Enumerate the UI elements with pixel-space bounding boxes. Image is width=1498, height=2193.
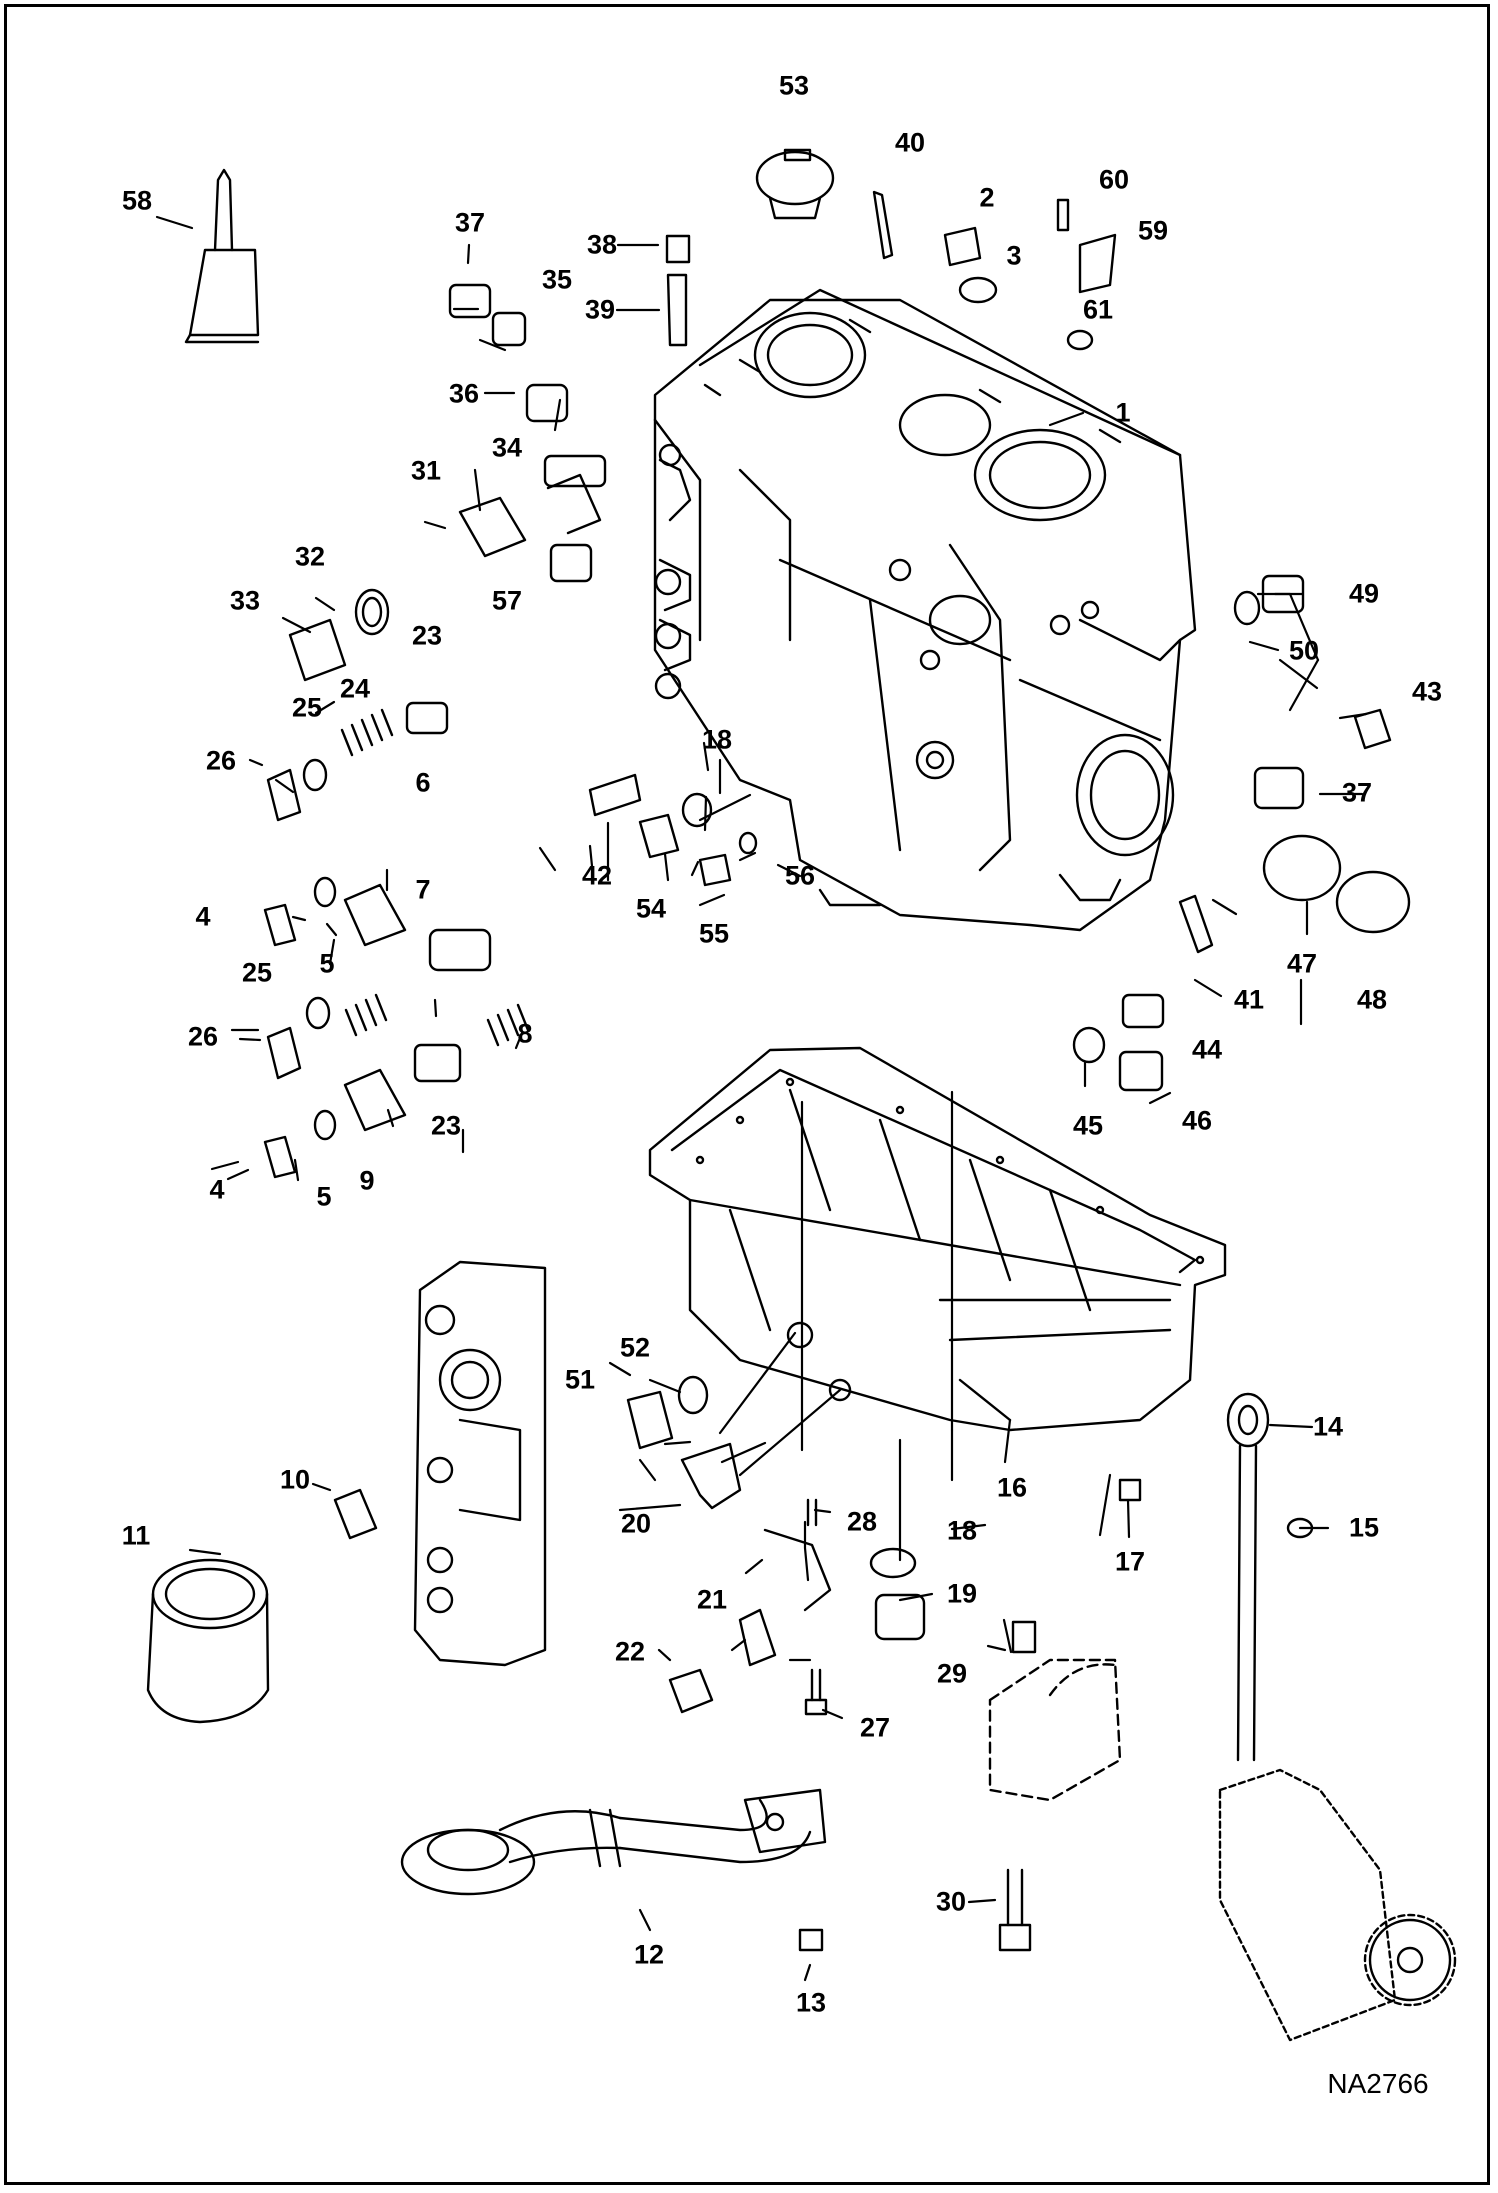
callout-2: 2 (979, 182, 995, 213)
callout-18-1: 18 (701, 724, 733, 755)
callout-54: 54 (635, 893, 667, 924)
callout-7: 7 (415, 874, 431, 905)
callout-24: 24 (339, 673, 371, 704)
callout-49: 49 (1348, 578, 1380, 609)
callout-3: 3 (1006, 240, 1022, 271)
callout-29: 29 (936, 1658, 968, 1689)
callout-5-2: 5 (316, 1181, 332, 1212)
oil-pan (648, 1046, 1227, 1432)
callout-32: 32 (294, 541, 326, 572)
callout-53: 53 (778, 70, 810, 101)
callout-19: 19 (946, 1578, 978, 1609)
callout-42: 42 (581, 860, 613, 891)
callout-30: 30 (935, 1886, 967, 1917)
callout-41: 41 (1233, 984, 1265, 1015)
cap-bolt (998, 1868, 1032, 1952)
callout-37-1: 37 (454, 207, 486, 238)
callout-47: 47 (1286, 948, 1318, 979)
callout-57: 57 (491, 585, 523, 616)
callout-17: 17 (1114, 1546, 1146, 1577)
callout-52: 52 (619, 1332, 651, 1363)
callout-5-1: 5 (319, 948, 335, 979)
callout-34: 34 (491, 432, 523, 463)
callout-27: 27 (859, 1712, 891, 1743)
callout-4-2: 4 (209, 1174, 225, 1205)
callout-37-2: 37 (1341, 777, 1373, 808)
cylinder-block (653, 288, 1197, 932)
callout-22: 22 (614, 1636, 646, 1667)
callout-20: 20 (620, 1508, 652, 1539)
callout-9: 9 (359, 1165, 375, 1196)
callout-23-1: 23 (411, 620, 443, 651)
callout-16: 16 (996, 1472, 1028, 1503)
callout-60: 60 (1098, 164, 1130, 195)
oil-filter (146, 1558, 270, 1724)
diagram-border (4, 4, 1490, 2185)
callout-38: 38 (586, 229, 618, 260)
callout-14: 14 (1312, 1411, 1344, 1442)
callout-13: 13 (795, 1987, 827, 2018)
callout-6: 6 (415, 767, 431, 798)
callout-48: 48 (1356, 984, 1388, 1015)
callout-21: 21 (696, 1584, 728, 1615)
callout-12: 12 (633, 1939, 665, 1970)
callout-8: 8 (517, 1018, 533, 1049)
callout-15: 15 (1348, 1512, 1380, 1543)
callout-40: 40 (894, 127, 926, 158)
callout-1: 1 (1115, 397, 1131, 428)
callout-55: 55 (698, 918, 730, 949)
callout-31: 31 (410, 455, 442, 486)
callout-50: 50 (1288, 635, 1320, 666)
callout-25-1: 25 (291, 692, 323, 723)
oil-filter-base (413, 1260, 547, 1667)
callout-46: 46 (1181, 1105, 1213, 1136)
callout-43: 43 (1411, 676, 1443, 707)
callout-4-1: 4 (195, 901, 211, 932)
callout-51: 51 (564, 1364, 596, 1395)
bearing-cap (988, 1658, 1122, 1802)
drawing-number: NA2766 (1327, 2068, 1429, 2099)
callout-35: 35 (541, 264, 573, 295)
injection-pump (1218, 1768, 1457, 2042)
callout-61: 61 (1082, 294, 1114, 325)
callout-25-2: 25 (241, 957, 273, 988)
pump-flange (1368, 1918, 1452, 2002)
sealant-bottle (184, 168, 260, 344)
callout-28: 28 (846, 1506, 878, 1537)
callout-18-2: 18 (946, 1515, 978, 1546)
callout-45: 45 (1072, 1110, 1104, 1141)
callout-59: 59 (1137, 215, 1169, 246)
callout-26-1: 26 (205, 745, 237, 776)
callout-56: 56 (784, 860, 816, 891)
callout-39: 39 (584, 294, 616, 325)
callout-23-2: 23 (430, 1110, 462, 1141)
callout-58: 58 (121, 185, 153, 216)
dipstick (1226, 1392, 1270, 1762)
small-parts (263, 148, 1411, 1952)
oil-pickup-tube (400, 1788, 827, 1896)
leader-lines (155, 215, 1368, 1982)
callout-36: 36 (448, 378, 480, 409)
callout-44: 44 (1191, 1034, 1223, 1065)
callout-10: 10 (279, 1464, 311, 1495)
callout-33: 33 (229, 585, 261, 616)
callout-26-2: 26 (187, 1021, 219, 1052)
callout-11: 11 (121, 1520, 151, 1551)
